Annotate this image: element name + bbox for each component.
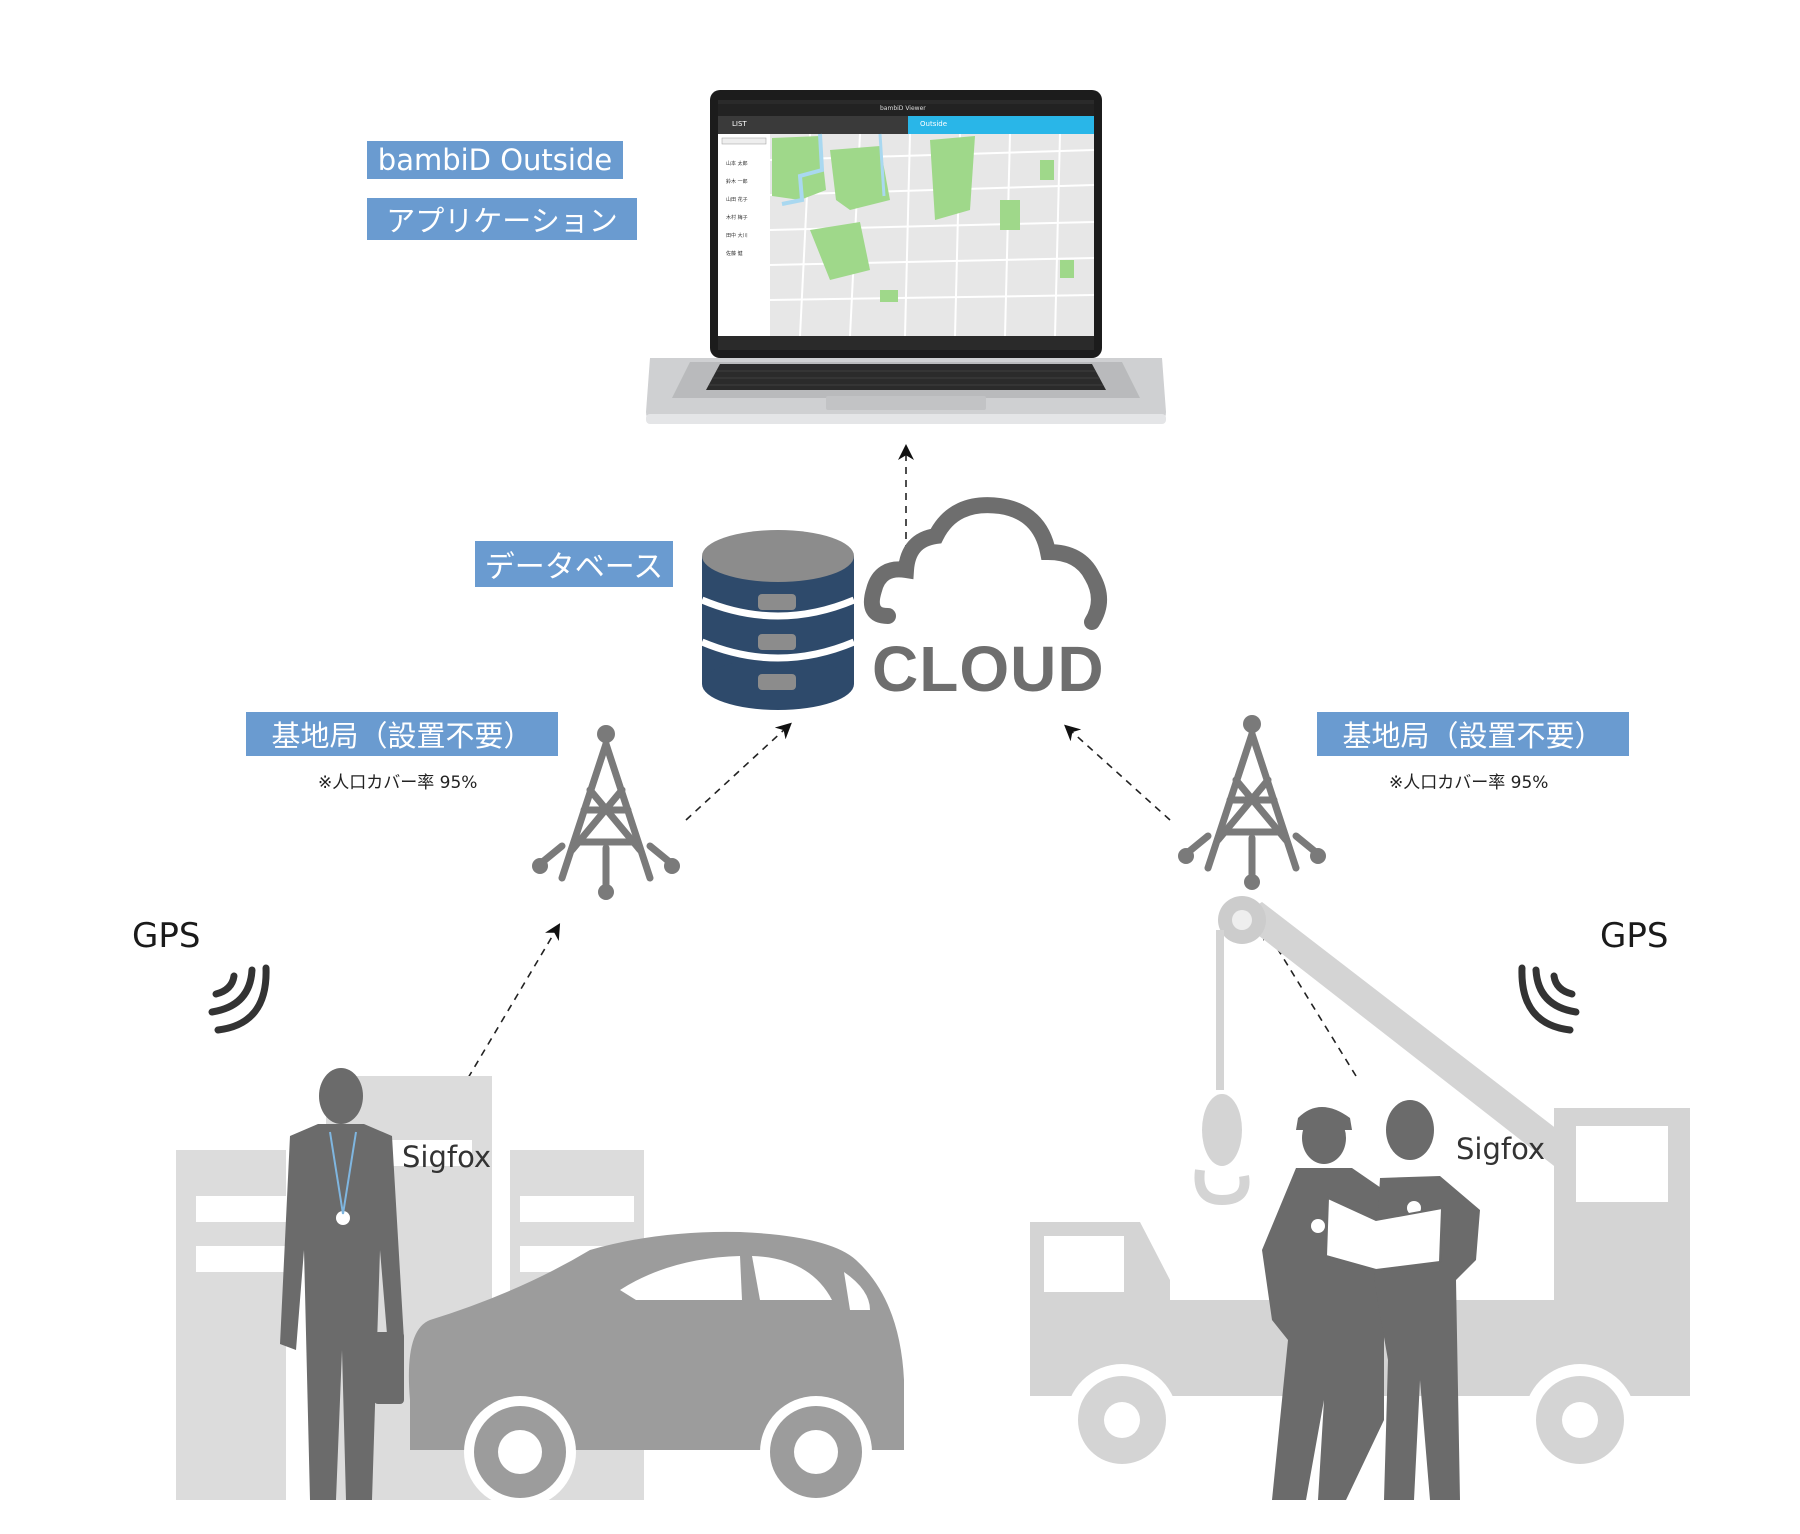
data-flow-arrows: [467, 444, 1357, 1079]
laptop: [646, 90, 1166, 424]
gps-signal-icon-left: [208, 964, 270, 1034]
laptop-user-list: 山本 太郎 鈴木 一郎 山田 花子 木村 梅子 田中 大川 佐藤 健: [726, 160, 768, 268]
list-item[interactable]: 山本 太郎: [726, 161, 748, 167]
gps-label-left: GPS: [132, 916, 201, 956]
tower-icon-right: [1178, 715, 1326, 890]
cloud-label: CLOUD: [872, 633, 1105, 705]
worker-silhouette-left: [1262, 1107, 1384, 1500]
tower-icon-left: [532, 725, 680, 900]
laptop-window-title: bambiD Viewer: [880, 105, 926, 112]
tab-list-label: LIST: [732, 120, 747, 128]
businessman-silhouette: [280, 1068, 404, 1500]
list-item[interactable]: 鈴木 一郎: [726, 179, 748, 185]
tab-outside-label: Outside: [920, 120, 948, 128]
database-label: データベース: [475, 541, 673, 587]
list-item[interactable]: 山田 花子: [726, 197, 748, 203]
car-icon: [408, 1231, 904, 1508]
tab-outside[interactable]: [908, 116, 1094, 134]
cloud-icon: [863, 497, 1107, 630]
coverage-note-right: ※人口カバー率 95%: [1389, 773, 1549, 793]
list-item[interactable]: 木村 梅子: [726, 215, 748, 221]
base-station-label-left: 基地局（設置不要）: [246, 712, 558, 756]
gps-signal-icon-right: [1518, 964, 1580, 1034]
document-paper: [1324, 1196, 1444, 1272]
sigfox-label-left: Sigfox: [402, 1140, 492, 1174]
app-title-line2: アプリケーション: [367, 198, 637, 240]
base-station-label-right: 基地局（設置不要）: [1317, 712, 1629, 756]
list-item[interactable]: 田中 大川: [726, 233, 748, 239]
database-icon: [700, 530, 856, 710]
sigfox-label-right: Sigfox: [1456, 1132, 1546, 1166]
tab-list[interactable]: [718, 116, 908, 134]
crane-truck: [1030, 896, 1690, 1476]
coverage-note-left: ※人口カバー率 95%: [318, 773, 478, 793]
list-item[interactable]: 佐藤 健: [726, 251, 743, 257]
app-title-line1: bambiD Outside: [367, 141, 623, 179]
gps-label-right: GPS: [1600, 916, 1669, 956]
